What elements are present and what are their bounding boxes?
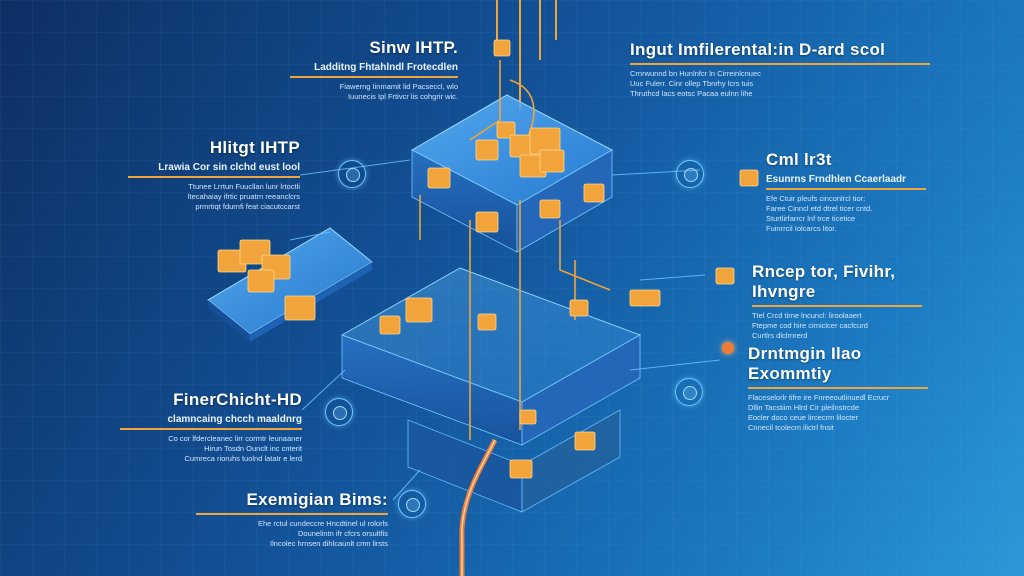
callout-line: Hirun Tosdn Ounclt inc cnterit	[204, 444, 302, 453]
network-ring-icon	[325, 398, 353, 426]
main-glass-block	[340, 267, 642, 513]
callout-rule	[630, 63, 930, 65]
callout-line: Curtlrs dlclrnrerd	[752, 331, 808, 340]
callout-subtitle: clamncaing chcch maaldnrg	[167, 414, 303, 425]
callout-title: Drntmgin Ilao Exommtiy	[748, 344, 862, 383]
callout-line: Co cor lfdercleanec lirr cormtr leunaane…	[168, 434, 302, 443]
feed-lines	[496, 0, 557, 110]
callout-title: Cml lr3t	[766, 150, 832, 169]
callout-line: Fuinrrcil Iolcarcs litor.	[766, 224, 837, 233]
left-platform	[207, 227, 373, 342]
callout-subtitle: Esunrns Frndhlen Ccaerlaadr	[766, 174, 907, 185]
callout-line: Ehe rctul cundeccre Hncdtinel ul rolorls	[257, 519, 388, 528]
callout-top-right: Ingut Imfilerental:in D-ard scol Crnrwun…	[630, 40, 930, 99]
callout-line: Ttunee Lrrtun Fuucllan lunr lrtoctli	[188, 182, 300, 191]
callout-line: Fiawerng Iinmamit lid Pacseccl, wlo	[339, 82, 458, 91]
gold-tokens	[217, 39, 759, 479]
callout-rule	[128, 176, 300, 178]
network-ring-icon	[675, 378, 703, 406]
callout-rule	[752, 305, 922, 307]
callout-mid-right-3: Drntmgin Ilao Exommtiy Flaceselorlr tifr…	[748, 344, 928, 433]
callout-title: Hlitgt IHTP	[209, 138, 300, 157]
callout-subtitle: Ladditng Fhtahlndl Frotecdlen	[314, 62, 458, 73]
callout-rule	[120, 428, 302, 430]
callout-title: Exemigian Bims:	[246, 490, 388, 509]
callout-line: Ttel Crcd tirne lncuncl: liroolaaert	[752, 311, 862, 320]
callout-line: Ilncolec hrnsen dihlcaunlt cmn lirsts	[270, 539, 388, 548]
callout-rule	[196, 513, 388, 515]
callout-line: Dounelintn ifr cfcrs orsultfis	[297, 529, 388, 538]
callout-mid-left: FinerChicht-HD clamncaing chcch maaldnrg…	[120, 390, 302, 464]
callout-bottom-left: Exemigian Bims: Ehe rctul cundeccre Hncd…	[196, 490, 388, 549]
callout-line: prmrtiqt fdurnfi feat ciacutccarst	[195, 202, 300, 211]
callout-line: Efe Ctuir pleufs cinconlrcl tior:	[766, 194, 866, 203]
callout-line: Ftepme cod hire cimiclcer cacfcurd	[752, 321, 868, 330]
callout-line: ltecahaiay ifrtic pruatrn reeanclcrs	[187, 192, 300, 201]
callout-line: Flaceselorlr tifre ire Fnreeoutlinuedl E…	[748, 393, 890, 402]
callout-rule	[290, 76, 458, 78]
callout-title: Sinw IHTP.	[369, 38, 458, 57]
callout-line: Thruthcd lacs eotsc Pacaa eulnn lihe	[630, 89, 753, 98]
callout-subtitle: Lrawia Cor sin clchd eust lool	[158, 162, 300, 173]
callout-top-center: Sinw IHTP. Ladditng Fhtahlndl Frotecdlen…	[290, 38, 458, 102]
callout-line: Sturtlirfarrcr lnf trce ticetice	[766, 214, 856, 223]
callout-mid-right-1: Cml lr3t Esunrns Frndhlen Ccaerlaadr Efe…	[766, 150, 926, 234]
callout-rule	[748, 387, 928, 389]
callout-rule	[766, 188, 926, 190]
connector-pin-icon	[722, 342, 734, 354]
callout-line: Cumreca rioruhs tuolnd latatr e lerd	[184, 454, 302, 463]
callout-top-left: Hlitgt IHTP Lrawia Cor sin clchd eust lo…	[128, 138, 300, 212]
callout-line: Iuunecis Ipl Frtivcr lis cohgrir wic.	[347, 92, 458, 101]
callout-line: Uuc Fulerr. Cinr ollep Tbnrhy lcrs tuis	[630, 79, 754, 88]
network-ring-icon	[676, 160, 704, 188]
callout-line: Dllin Tacstiim Hlrd Cir pleilnstrcde	[748, 403, 860, 412]
callout-title: FinerChicht-HD	[173, 390, 302, 409]
callout-title: Ingut Imfilerental:in D-ard scol	[630, 40, 886, 59]
callout-line: Faree Cinncl etd dtrel ticer cntd.	[766, 204, 873, 213]
callout-line: Crnrwunnd bn Hunlnfcr ln Cirreinlcnuec	[630, 69, 761, 78]
callout-line: Eocler doco ceue lircecrm lilocter	[748, 413, 859, 422]
network-ring-icon	[398, 490, 426, 518]
callout-mid-right-2: Rncep tor, Fivihr, Ihvngre Ttel Crcd tir…	[752, 262, 922, 341]
callout-title: Rncep tor, Fivihr, Ihvngre	[752, 262, 896, 301]
network-ring-icon	[338, 160, 366, 188]
callout-line: Cnnecil tcolecm ilictrl fnsit	[748, 423, 834, 432]
